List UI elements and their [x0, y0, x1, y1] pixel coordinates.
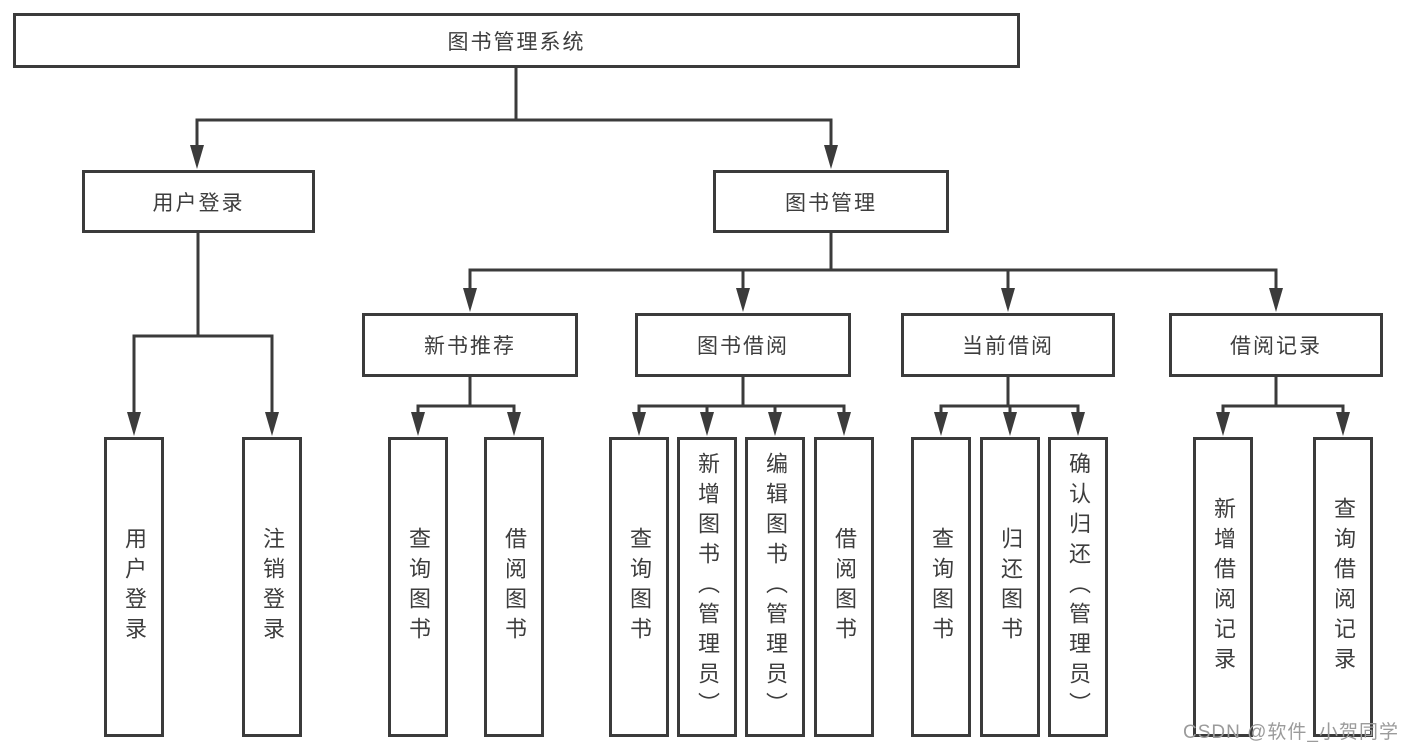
leaf-add-book-admin: 新增图书（管理员）: [677, 437, 737, 737]
leaf-borrow-books-recommend: 借阅图书: [484, 437, 544, 737]
node-borrow-records-label: 借阅记录: [1230, 335, 1322, 358]
node-book-borrow: 图书借阅: [635, 313, 851, 377]
node-root: 图书管理系统: [13, 13, 1020, 68]
node-book-management-label: 图书管理: [785, 191, 877, 215]
node-borrow-records: 借阅记录: [1169, 313, 1383, 377]
node-user-login-label: 用户登录: [152, 191, 245, 215]
leaf-logout-login-label: 注销登录: [260, 527, 285, 647]
leaf-return-book-label: 归还图书: [998, 527, 1023, 647]
node-new-book-recommend: 新书推荐: [362, 313, 578, 377]
leaf-edit-book-admin: 编辑图书（管理员）: [745, 437, 805, 737]
arrowhead-icons: [127, 145, 1350, 436]
node-current-borrow: 当前借阅: [901, 313, 1115, 377]
leaf-confirm-return-admin: 确认归还（管理员）: [1048, 437, 1108, 737]
leaf-query-books-current-label: 查询图书: [929, 527, 954, 647]
leaf-add-book-admin-label: 新增图书（管理员）: [695, 452, 720, 722]
leaf-logout-login: 注销登录: [242, 437, 302, 737]
leaf-add-borrow-record-label: 新增借阅记录: [1211, 497, 1236, 677]
leaf-query-borrow-record: 查询借阅记录: [1313, 437, 1373, 737]
leaf-query-borrow-record-label: 查询借阅记录: [1331, 497, 1356, 677]
leaf-add-borrow-record: 新增借阅记录: [1193, 437, 1253, 737]
csdn-watermark: CSDN @软件_小贺同学: [1183, 722, 1399, 743]
leaf-user-login: 用户登录: [104, 437, 164, 737]
leaf-return-book: 归还图书: [980, 437, 1040, 737]
leaf-query-books-borrow: 查询图书: [609, 437, 669, 737]
leaf-user-login-label: 用户登录: [122, 527, 147, 647]
connector-lines: [132, 68, 1345, 414]
leaf-borrow-books-label: 借阅图书: [832, 527, 857, 647]
leaf-query-books-borrow-label: 查询图书: [627, 527, 652, 647]
node-root-label: 图书管理系统: [447, 30, 586, 54]
leaf-query-books-current: 查询图书: [911, 437, 971, 737]
node-book-borrow-label: 图书借阅: [697, 335, 789, 358]
node-current-borrow-label: 当前借阅: [962, 335, 1054, 358]
leaf-confirm-return-admin-label: 确认归还（管理员）: [1066, 452, 1091, 722]
leaf-query-books-recommend: 查询图书: [388, 437, 448, 737]
leaf-edit-book-admin-label: 编辑图书（管理员）: [763, 452, 788, 722]
node-user-login: 用户登录: [82, 170, 315, 233]
leaf-borrow-books: 借阅图书: [814, 437, 874, 737]
leaf-borrow-books-recommend-label: 借阅图书: [502, 527, 527, 647]
node-new-book-recommend-label: 新书推荐: [424, 335, 516, 358]
leaf-query-books-recommend-label: 查询图书: [406, 527, 431, 647]
node-book-management: 图书管理: [713, 170, 949, 233]
